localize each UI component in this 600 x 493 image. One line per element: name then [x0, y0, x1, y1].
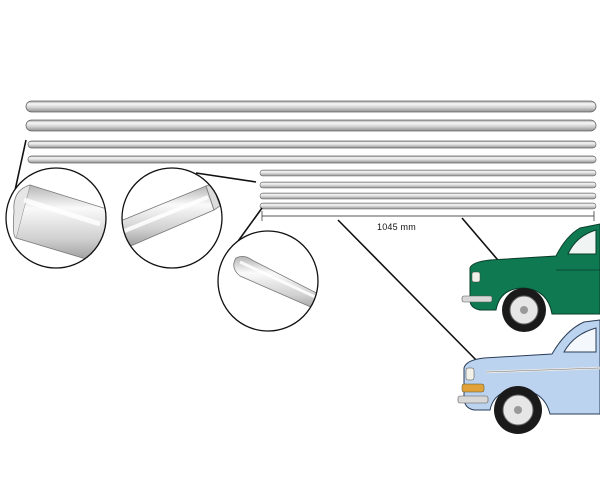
trim-strips-long: [25, 100, 597, 164]
green-car-illustration: [461, 223, 600, 332]
detail-circle-tapered-end: [217, 230, 319, 332]
detail-circle-cut-end: [5, 167, 107, 269]
trim-strip-7: [259, 192, 597, 200]
trim-strip-6: [259, 181, 597, 189]
trim-strip-1: [25, 100, 597, 113]
trim-strips-short: [259, 169, 597, 210]
trim-strip-4: [27, 155, 597, 164]
trim-strip-3: [27, 140, 597, 149]
leader-lines: [13, 139, 504, 369]
trim-strip-5: [259, 169, 597, 177]
blue-car-illustration: [457, 319, 600, 434]
trim-strip-8: [259, 202, 597, 210]
trim-strip-2: [25, 119, 597, 132]
detail-circle-square-end: [121, 167, 223, 269]
dimension-label: 1045 mm: [377, 222, 416, 232]
dimension-line: [261, 211, 595, 221]
